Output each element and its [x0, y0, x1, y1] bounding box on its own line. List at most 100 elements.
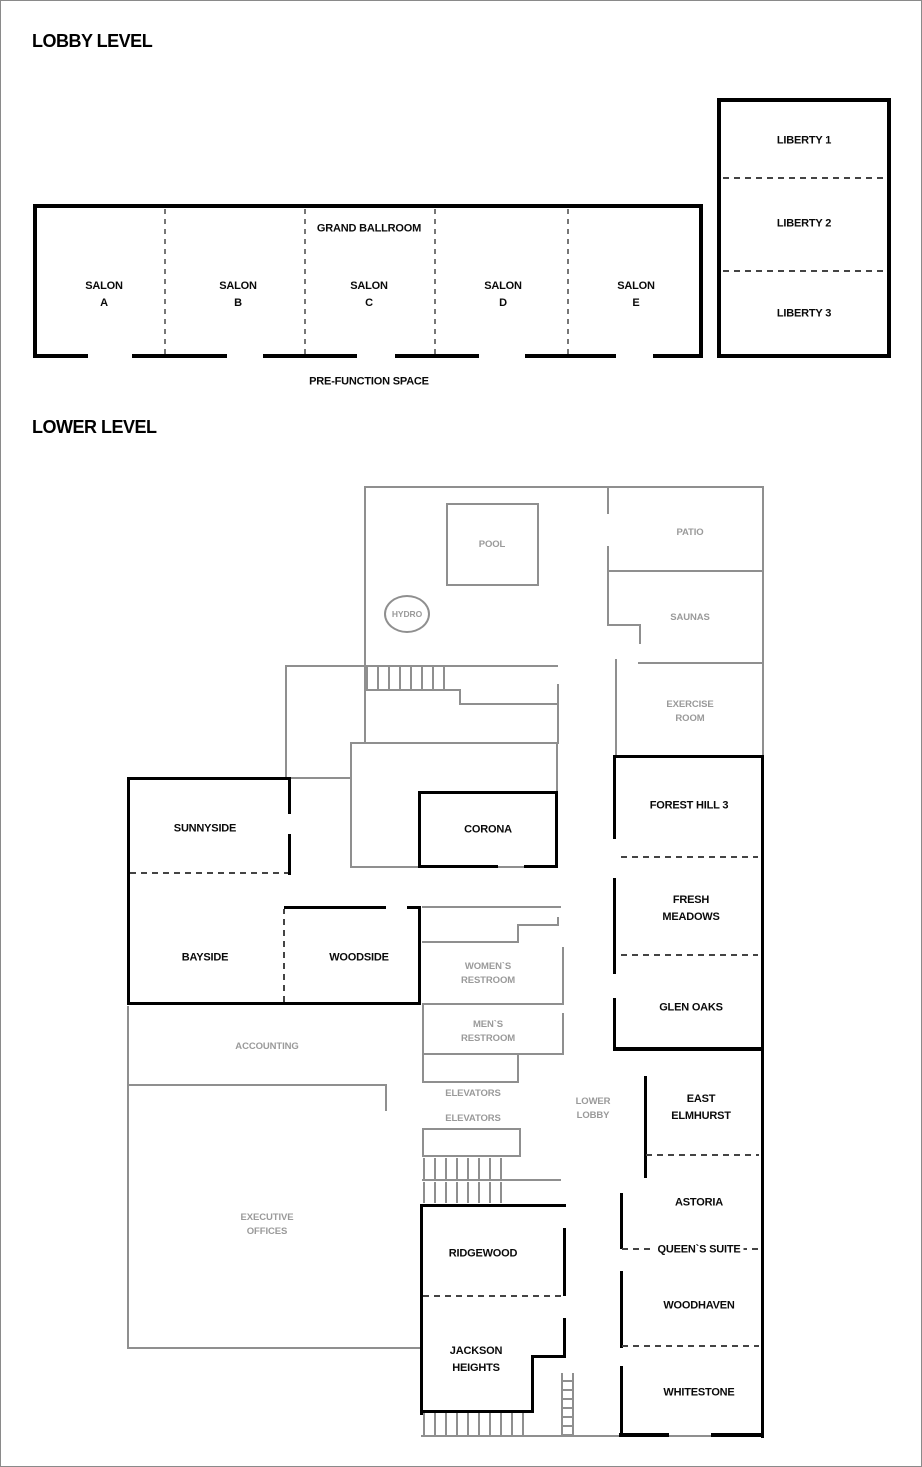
- wall: [563, 1318, 566, 1358]
- lower-level-title: LOWER LEVEL: [32, 417, 157, 437]
- pre-function-label: PRE-FUNCTION SPACE: [309, 375, 429, 388]
- wall: [127, 1002, 421, 1005]
- wall: [33, 204, 37, 358]
- room-label-salon-d: SALON D: [484, 278, 522, 312]
- label-line: ELMHURST: [671, 1110, 731, 1122]
- salon-letter: E: [632, 297, 640, 309]
- label-line: OFFICES: [246, 1226, 288, 1237]
- area-label-hydro: HYDRO: [391, 609, 423, 619]
- wall: [613, 878, 616, 974]
- wall: [132, 354, 227, 358]
- gray-wall: [607, 570, 609, 626]
- label-line: FRESH: [672, 894, 710, 906]
- liberty-divider: [723, 177, 887, 179]
- stairs: [366, 667, 453, 689]
- salon-letter: A: [100, 297, 108, 309]
- room-label-jackson-heights: JACKSON HEIGHTS: [450, 1343, 503, 1377]
- gray-wall: [422, 941, 519, 943]
- liberty-divider: [723, 270, 887, 272]
- gray-wall: [557, 684, 559, 744]
- wall: [418, 906, 421, 1005]
- wall: [33, 204, 703, 208]
- room-divider: [423, 1295, 563, 1297]
- gray-wall: [385, 1084, 387, 1111]
- room-label-salon-a: SALON A: [85, 278, 123, 312]
- wall: [524, 865, 558, 868]
- wall: [555, 791, 558, 868]
- gray-wall: [459, 703, 558, 705]
- gray-wall: [127, 1006, 129, 1349]
- label-line: LOBBY: [576, 1110, 610, 1121]
- elevator-shaft: [422, 1128, 521, 1157]
- area-label-exercise-room: EXERCISE ROOM: [666, 698, 713, 726]
- gray-wall: [572, 1373, 574, 1436]
- gray-wall: [639, 624, 641, 644]
- wall: [761, 755, 764, 1438]
- stairs: [423, 1158, 511, 1180]
- room-label-sunnyside: SUNNYSIDE: [173, 822, 237, 835]
- room-label-woodhaven: WOODHAVEN: [663, 1299, 735, 1312]
- wall: [263, 354, 357, 358]
- salon-word: SALON: [617, 280, 655, 292]
- elevator-shaft: [422, 1053, 519, 1083]
- room-label-queens-suite: QUEEN`S SUITE: [654, 1241, 744, 1259]
- room-label-ridgewood: RIDGEWOOD: [448, 1247, 518, 1260]
- gray-wall: [607, 546, 609, 570]
- gray-wall: [562, 947, 564, 1005]
- wall: [613, 998, 616, 1050]
- gray-wall: [422, 906, 561, 908]
- label-line: EXERCISE: [666, 699, 714, 710]
- gray-wall: [607, 488, 609, 514]
- wall: [620, 1271, 623, 1348]
- area-label-womens-restroom: WOMEN`S RESTROOM: [461, 960, 515, 988]
- room-divider: [622, 1248, 659, 1250]
- wall: [619, 1433, 669, 1437]
- salon-word: SALON: [484, 280, 522, 292]
- label-line: WOMEN`S: [464, 961, 512, 972]
- wall: [531, 1355, 566, 1358]
- gray-wall: [364, 486, 764, 488]
- wall: [531, 1355, 534, 1413]
- label-line: RESTROOM: [460, 975, 516, 986]
- liberty-rooms-outline: [717, 98, 891, 358]
- room-divider: [741, 1248, 759, 1250]
- gray-wall: [762, 486, 764, 756]
- room-label-whitestone: WHITESTONE: [663, 1386, 735, 1399]
- wall: [418, 791, 421, 868]
- stairs: [423, 1413, 529, 1435]
- gray-wall: [127, 1084, 387, 1086]
- wall: [613, 755, 616, 839]
- room-label-woodside: WOODSIDE: [329, 951, 389, 964]
- salon-divider: [304, 208, 306, 354]
- wall: [288, 834, 291, 875]
- salon-word: SALON: [85, 280, 123, 292]
- gray-wall: [638, 662, 764, 664]
- gray-wall: [459, 689, 461, 705]
- wall: [34, 354, 88, 358]
- wall: [288, 777, 291, 814]
- room-divider: [621, 856, 758, 858]
- room-label-salon-c: SALON C: [350, 278, 388, 312]
- wall: [613, 1047, 764, 1051]
- room-label-liberty-2: LIBERTY 2: [776, 217, 832, 230]
- wall: [711, 1433, 764, 1437]
- salon-word: SALON: [350, 280, 388, 292]
- salon-letter: C: [365, 297, 373, 309]
- gray-wall: [561, 1373, 563, 1436]
- gray-wall: [557, 917, 559, 926]
- salon-divider: [567, 208, 569, 354]
- gray-wall: [127, 1347, 421, 1349]
- area-label-elevators-lower: ELEVATORS: [445, 1113, 501, 1124]
- gray-wall: [291, 777, 351, 779]
- gray-wall: [607, 624, 641, 626]
- pool-outline: [446, 503, 539, 586]
- lobby-level-title: LOBBY LEVEL: [32, 31, 153, 51]
- stairs: [563, 1373, 572, 1436]
- wall: [620, 1366, 623, 1436]
- area-label-pool: POOL: [478, 539, 506, 550]
- stairs: [423, 1182, 511, 1203]
- wall: [127, 777, 130, 1005]
- area-label-elevators-upper: ELEVATORS: [445, 1088, 501, 1099]
- gray-wall: [422, 1003, 564, 1005]
